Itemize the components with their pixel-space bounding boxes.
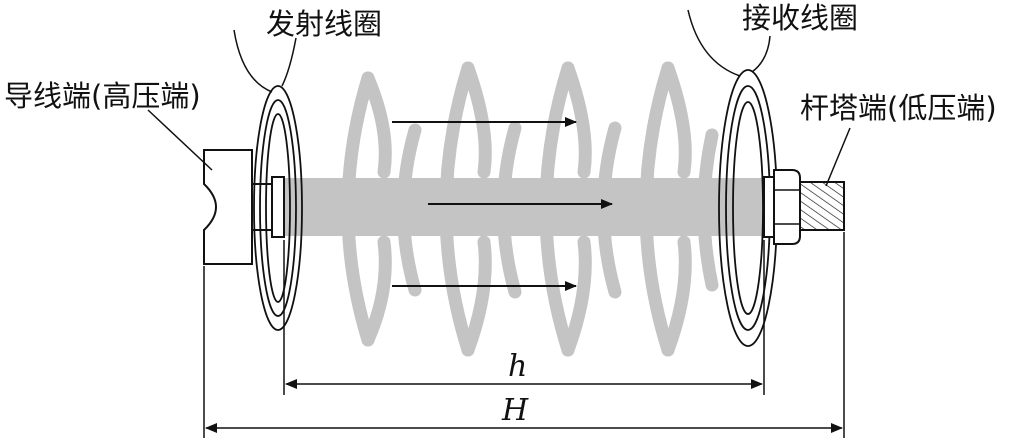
insulator-sheds-front: [361, 61, 692, 357]
label-dimension-h: h: [508, 349, 527, 384]
insulator-core-rod: [284, 178, 766, 236]
tower-end-fitting: [763, 169, 845, 245]
tower-hex-nut: [773, 169, 801, 245]
tower-flange: [763, 176, 775, 238]
label-transmit-coil: 发射线圈: [266, 7, 382, 41]
label-receive-coil: 接收线圈: [742, 1, 858, 35]
label-dimension-H: H: [501, 393, 529, 428]
tower-threaded-rod: [799, 181, 845, 231]
label-tower-end: 杆塔端(低压端): [800, 91, 997, 125]
flow-arrows: [392, 117, 613, 291]
leader-transmit-coil-2: [281, 37, 297, 87]
leader-lines: [147, 9, 851, 187]
dimension-extension-lines: [203, 232, 845, 438]
leader-transmit-coil: [233, 29, 273, 93]
conductor-flange: [271, 176, 285, 238]
leader-conductor-end: [147, 109, 213, 171]
conductor-end-fitting: [203, 149, 285, 265]
leader-tower-end: [825, 127, 851, 187]
leader-receive-coil: [687, 9, 741, 77]
transmit-coil: [253, 85, 303, 331]
conductor-clamp: [203, 149, 253, 265]
label-conductor-end: 导线端(高压端): [4, 79, 201, 113]
leader-receive-coil-2: [751, 35, 771, 73]
